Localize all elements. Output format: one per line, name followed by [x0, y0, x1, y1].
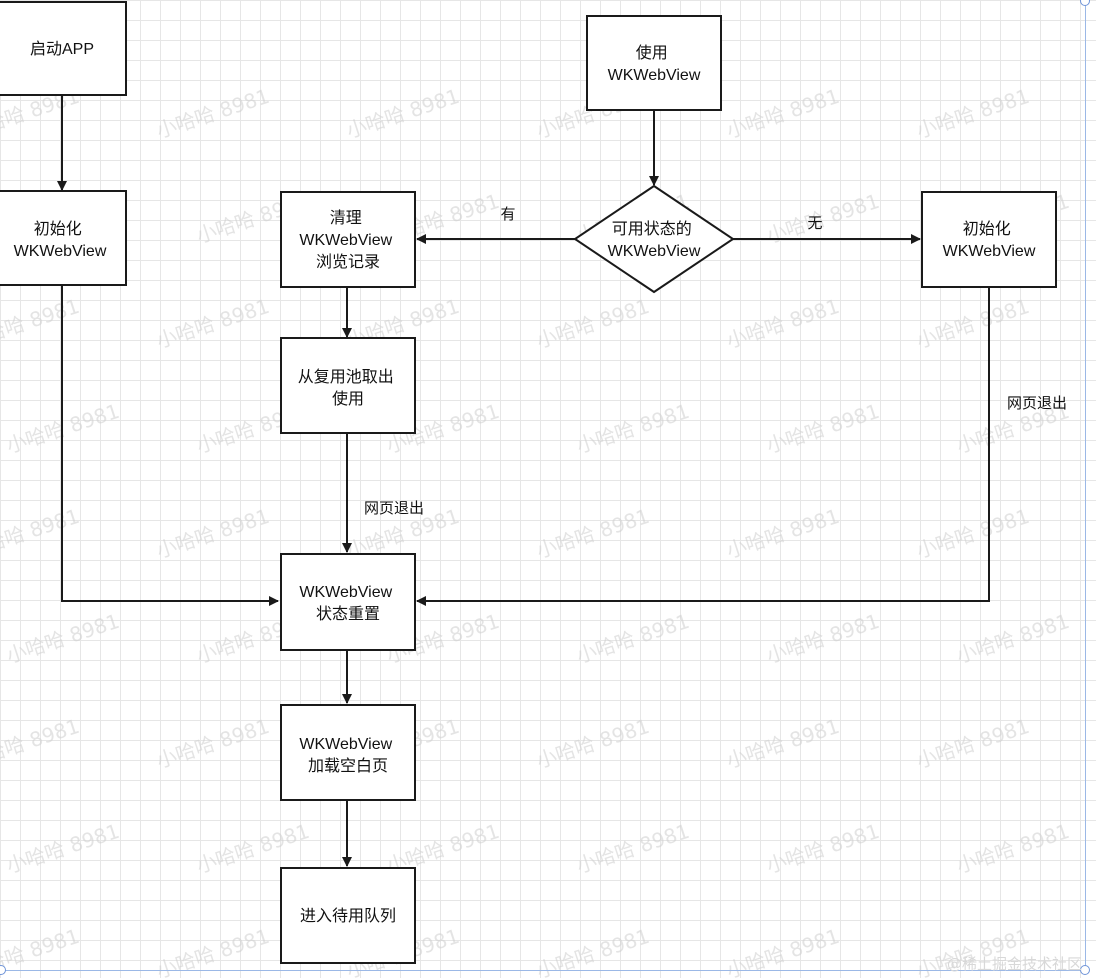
label-init-right: 初始化 WKWebView — [943, 220, 1036, 260]
label-init-left: 初始化 WKWebView — [14, 220, 107, 260]
watermark-text: 小哈哈 8981 — [763, 819, 882, 878]
watermark-text: 小哈哈 8981 — [0, 504, 82, 563]
edge-label-page-exit-right: 网页退出 — [1007, 395, 1067, 412]
label-state-reset: WKWebView 状态重置 — [299, 584, 396, 623]
watermark-text: 小哈哈 8981 — [533, 504, 652, 563]
watermark-text: 小哈哈 8981 — [343, 84, 462, 143]
watermark-text: 小哈哈 8981 — [573, 399, 692, 458]
label-load-blank: WKWebView 加载空白页 — [299, 736, 396, 775]
resize-handle-top-right[interactable] — [1080, 0, 1090, 6]
watermark-text: 小哈哈 8981 — [953, 609, 1072, 668]
label-start-app: 启动APP — [30, 40, 94, 58]
label-clear-history: 清理 WKWebView 浏览记录 — [299, 209, 396, 271]
node-init-left — [0, 190, 127, 286]
watermark-text: 小哈哈 8981 — [0, 294, 82, 353]
watermark-text: 小哈哈 8981 — [153, 294, 272, 353]
watermark-text: 小哈哈 8981 — [763, 399, 882, 458]
watermark-text: 小哈哈 8981 — [573, 819, 692, 878]
resize-handle-bottom-left[interactable] — [0, 965, 6, 975]
watermark-text: 小哈哈 8981 — [913, 714, 1032, 773]
node-use-wkwebview — [586, 15, 722, 111]
watermark-text: 小哈哈 8981 — [153, 714, 272, 773]
node-available-decision — [573, 184, 735, 294]
watermark-text: 小哈哈 8981 — [913, 504, 1032, 563]
selection-frame-bottom — [0, 970, 1086, 971]
resize-handle-bottom-right[interactable] — [1080, 965, 1090, 975]
node-clear-history — [280, 191, 416, 288]
watermark-text: 小哈哈 8981 — [953, 819, 1072, 878]
watermark-text: 小哈哈 8981 — [3, 819, 122, 878]
watermark-text: 小哈哈 8981 — [723, 84, 842, 143]
watermark-text: 小哈哈 8981 — [3, 609, 122, 668]
label-enter-queue: 进入待用队列 — [300, 907, 396, 925]
edge-label-yes: 有 — [500, 206, 515, 223]
edge-label-no: 无 — [807, 215, 822, 232]
watermark-text: 小哈哈 8981 — [533, 714, 652, 773]
watermark-text: 小哈哈 8981 — [533, 294, 652, 353]
selection-frame-right — [1085, 0, 1086, 970]
node-take-from-pool — [280, 337, 416, 434]
node-init-right — [921, 191, 1057, 288]
label-take-from-pool: 从复用池取出 使用 — [298, 368, 398, 408]
node-start-app — [0, 1, 127, 96]
edge-init-right-to-reset — [416, 287, 990, 606]
watermark-text: 小哈哈 8981 — [723, 504, 842, 563]
watermark-text: 小哈哈 8981 — [723, 714, 842, 773]
watermark-text: 小哈哈 8981 — [913, 294, 1032, 353]
watermark-text: 小哈哈 8981 — [723, 294, 842, 353]
watermark-text: 小哈哈 8981 — [913, 84, 1032, 143]
watermark-layer: 小哈哈 8981 小哈哈 8981 小哈哈 8981 小哈哈 8981 小哈哈 8981… — [0, 84, 1072, 978]
label-use-wkwebview: 使用 WKWebView — [608, 44, 701, 84]
edge-init-left-to-reset — [61, 285, 279, 606]
label-available-decision: 可用状态的 WKWebView — [608, 220, 701, 260]
node-enter-queue — [280, 867, 416, 964]
watermark-text: 小哈哈 8981 — [573, 609, 692, 668]
edge-label-page-exit-middle: 网页退出 — [364, 500, 424, 517]
watermark-text: 小哈哈 8981 — [763, 609, 882, 668]
watermark-text: 小哈哈 8981 — [153, 84, 272, 143]
watermark-text: 小哈哈 8981 — [0, 714, 82, 773]
footer-watermark: @稀土掘金技术社区 — [946, 955, 1082, 973]
node-load-blank — [280, 704, 416, 801]
watermark-text: 小哈哈 8981 — [153, 504, 272, 563]
node-state-reset — [280, 553, 416, 651]
